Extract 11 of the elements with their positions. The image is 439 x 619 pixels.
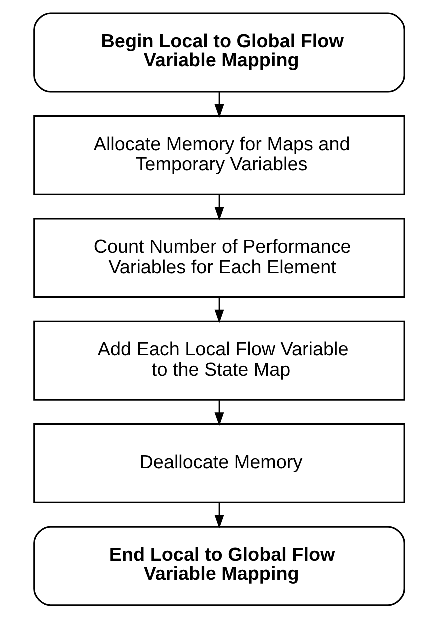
- arrow: [214, 195, 224, 221]
- arrow: [214, 92, 224, 118]
- node-box: Deallocate Memory: [34, 424, 406, 504]
- arrow: [214, 503, 224, 529]
- node-box: Count Number of Performance Variables for Each Element: [34, 218, 406, 298]
- node-box: Allocate Memory for Maps and Temporary Variables: [34, 116, 406, 196]
- node-box: End Local to Global Flow Variable Mapping: [34, 526, 406, 606]
- arrow: [214, 400, 224, 426]
- node-box: Add Each Local Flow Variable to the State Map: [34, 320, 406, 401]
- node-box: Begin Local to Global Flow Variable Mapping: [34, 12, 406, 93]
- arrow: [214, 298, 224, 324]
